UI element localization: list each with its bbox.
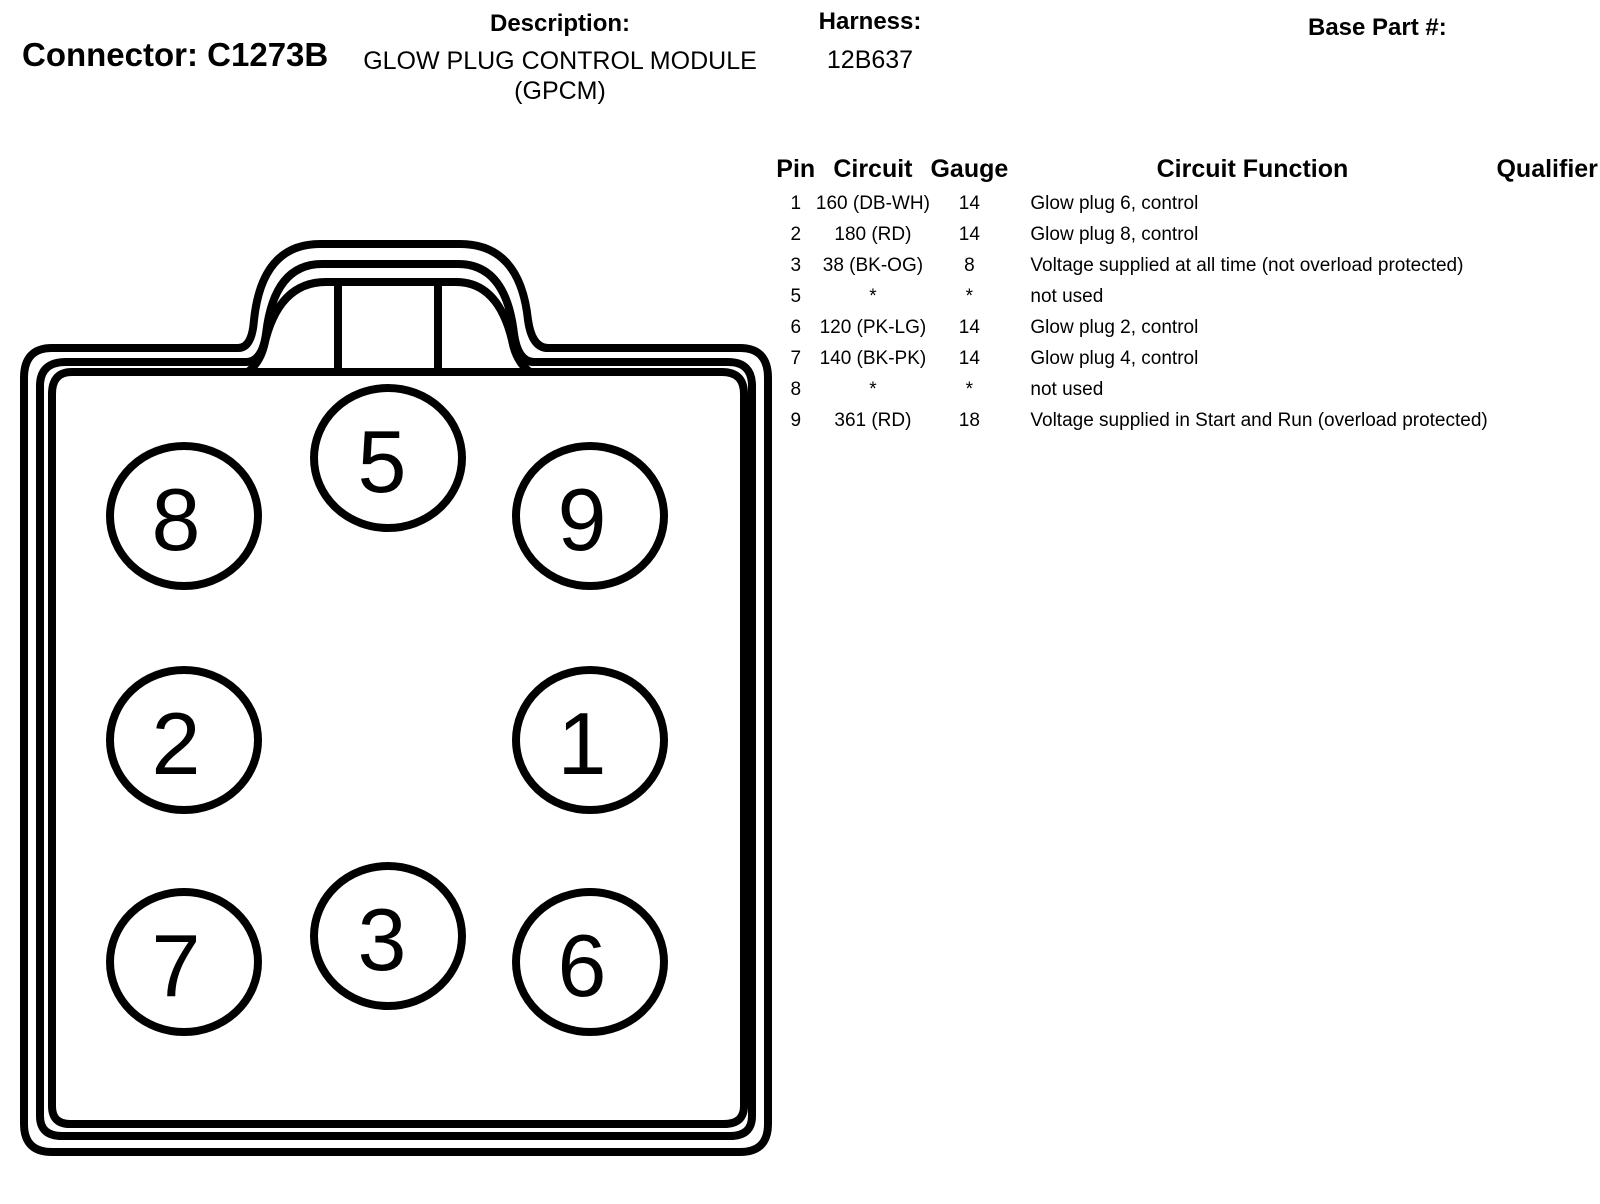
- pin-7-label: 7: [152, 916, 201, 1015]
- header-gauge: Gauge: [930, 154, 1009, 183]
- housing-inner-body: [48, 368, 748, 1128]
- cell-pin: 2: [790, 223, 802, 245]
- pin-table: Pin Circuit Gauge Circuit Function Quali…: [776, 150, 1600, 436]
- pin-3-label: 3: [358, 890, 407, 989]
- harness-label: Harness:: [818, 8, 922, 35]
- cell-gauge: 14: [958, 192, 980, 214]
- cell-function: Glow plug 2, control: [1030, 316, 1199, 338]
- harness-value: 12B637: [826, 46, 914, 74]
- cell-circuit: 160 (DB-WH): [815, 192, 930, 214]
- cell-qualifier: [1496, 405, 1600, 436]
- header-circuit-function: Circuit Function: [1156, 154, 1349, 183]
- cell-circuit: 140 (BK-PK): [819, 347, 927, 369]
- pin-table-header-row: Pin Circuit Gauge Circuit Function Quali…: [776, 150, 1600, 188]
- pin-9-label: 9: [558, 470, 607, 569]
- cell-pin: 5: [790, 285, 802, 307]
- header-circuit: Circuit: [833, 154, 913, 183]
- table-row: 6 120 (PK-LG) 14 Glow plug 2, control: [776, 312, 1600, 343]
- cell-function: Voltage supplied at all time (not overlo…: [1030, 254, 1464, 276]
- pin-6-label: 6: [558, 916, 607, 1015]
- pin-9-circle: [512, 442, 668, 590]
- cell-pin: 9: [790, 409, 802, 431]
- table-row: 8 * * not used: [776, 374, 1600, 405]
- cell-function: Glow plug 6, control: [1030, 192, 1199, 214]
- pin-5-circle: [310, 384, 466, 532]
- cell-gauge: 8: [964, 254, 975, 276]
- cell-circuit: 38 (BK-OG): [822, 254, 924, 276]
- pin-2-circle: [106, 666, 262, 814]
- cell-function: Glow plug 4, control: [1030, 347, 1199, 369]
- pin-7-circle: [106, 888, 262, 1036]
- pin-8-circle: [106, 442, 262, 590]
- cell-pin: 7: [790, 347, 802, 369]
- cell-pin: 3: [790, 254, 802, 276]
- cell-circuit: 361 (RD): [834, 409, 912, 431]
- cell-pin: 6: [790, 316, 802, 338]
- cell-gauge: 18: [958, 409, 980, 431]
- pin-5-label: 5: [358, 412, 407, 511]
- cell-qualifier: [1496, 312, 1600, 343]
- cell-gauge: 14: [958, 347, 980, 369]
- description-label: Description:: [489, 10, 630, 37]
- cell-circuit: *: [869, 285, 877, 307]
- table-row: 5 * * not used: [776, 281, 1600, 312]
- housing-outer-outline: [20, 240, 772, 1156]
- housing-middle-outline: [36, 260, 756, 1140]
- pin-6-circle: [512, 888, 668, 1036]
- cell-gauge: *: [965, 378, 974, 400]
- description-line-2: (GPCM): [514, 77, 606, 105]
- cell-function: Glow plug 8, control: [1030, 223, 1199, 245]
- cell-qualifier: [1496, 188, 1600, 219]
- header-qualifier: Qualifier: [1496, 154, 1598, 183]
- pin-1-circle: [512, 666, 668, 814]
- table-row: 3 38 (BK-OG) 8 Voltage supplied at all t…: [776, 250, 1600, 281]
- cell-gauge: 14: [958, 316, 980, 338]
- cell-qualifier: [1496, 343, 1600, 374]
- cell-qualifier: [1496, 374, 1600, 405]
- cell-pin: 8: [790, 378, 802, 400]
- cell-circuit: 180 (RD): [834, 223, 912, 245]
- cell-pin: 1: [790, 192, 802, 214]
- cell-function: Voltage supplied in Start and Run (overl…: [1030, 409, 1488, 431]
- cell-qualifier: [1496, 250, 1600, 281]
- table-row: 9 361 (RD) 18 Voltage supplied in Start …: [776, 405, 1600, 436]
- cell-gauge: *: [965, 285, 974, 307]
- pin-3-circle: [310, 862, 466, 1010]
- pin-1-label: 1: [558, 694, 607, 793]
- cell-circuit: *: [869, 378, 877, 400]
- description-value: GLOW PLUG CONTROL MODULE (GPCM): [350, 46, 770, 106]
- table-row: 7 140 (BK-PK) 14 Glow plug 4, control: [776, 343, 1600, 374]
- cell-circuit: 120 (PK-LG): [819, 316, 927, 338]
- header-pin: Pin: [776, 154, 816, 183]
- table-row: 1 160 (DB-WH) 14 Glow plug 6, control: [776, 188, 1600, 219]
- connector-face-diagram: 5 8 9 2 1 3 7 6: [20, 240, 772, 1156]
- base-part-label: Base Part #:: [1308, 14, 1447, 41]
- pin-2-label: 2: [152, 694, 201, 793]
- cell-function: not used: [1030, 378, 1104, 400]
- cell-qualifier: [1496, 281, 1600, 312]
- cell-qualifier: [1496, 219, 1600, 250]
- connector-title: Connector: C1273B: [22, 36, 329, 73]
- pin-8-label: 8: [152, 470, 201, 569]
- description-line-1: GLOW PLUG CONTROL MODULE: [363, 47, 757, 75]
- cell-function: not used: [1030, 285, 1104, 307]
- cell-gauge: 14: [958, 223, 980, 245]
- latch-tab-arch: [245, 278, 533, 376]
- table-row: 2 180 (RD) 14 Glow plug 8, control: [776, 219, 1600, 250]
